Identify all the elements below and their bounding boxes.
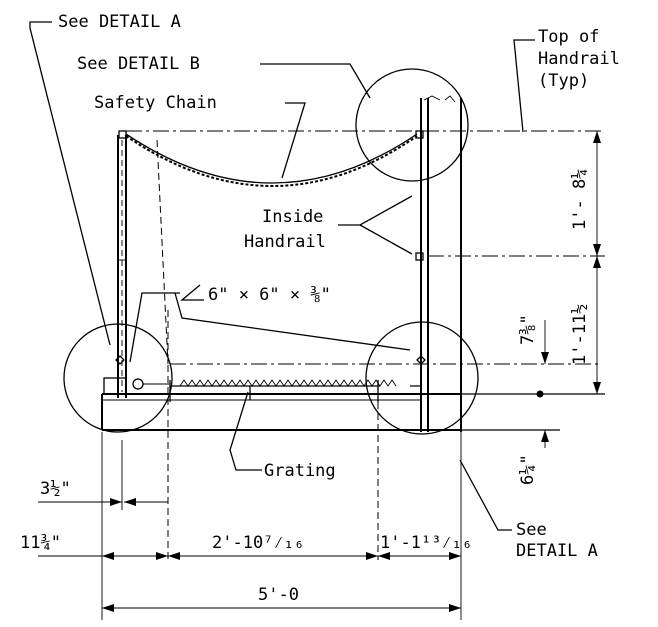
dim-2-10-7-16: 2'-10⁷⁄₁₆ bbox=[212, 533, 304, 553]
safety-chain-label: Safety Chain bbox=[94, 93, 217, 113]
grating-label: Grating bbox=[264, 461, 336, 481]
top-of-handrail-label-2: Handrail bbox=[538, 49, 620, 69]
dim-7-3-8: 7⅜" bbox=[518, 314, 538, 345]
bottom-dimensions bbox=[38, 432, 462, 620]
leader-lines bbox=[29, 21, 535, 531]
see-detail-a-top-label: See DETAIL A bbox=[58, 12, 181, 32]
right-handrail-post bbox=[415, 95, 462, 432]
safety-chain bbox=[125, 133, 418, 187]
left-handrail-post bbox=[117, 130, 127, 398]
dim-6-quarter: 6¼" bbox=[518, 454, 538, 485]
dim-1-1-13-16: 1'-1¹³⁄₁₆ bbox=[380, 533, 472, 553]
detail-a-bottom-label: DETAIL A bbox=[516, 541, 598, 561]
angle-size-label: 6" × 6" × ⅜" bbox=[208, 285, 331, 305]
dim-3-half: 3½" bbox=[40, 479, 71, 499]
dim-1-8-quarter: 1'- 8¼ bbox=[570, 169, 590, 230]
angle-label: 6" × 6" × ⅜" bbox=[180, 284, 331, 305]
dim-11-3-4: 11¾" bbox=[20, 533, 61, 553]
see-detail-b-label: See DETAIL B bbox=[77, 54, 200, 74]
top-of-handrail-label-3: (Typ) bbox=[538, 71, 589, 91]
see-label: See bbox=[516, 520, 547, 540]
top-of-handrail-label-1: Top of bbox=[538, 27, 599, 47]
right-dimensions bbox=[461, 131, 605, 448]
detail-b-circle bbox=[355, 68, 469, 182]
grating-deck bbox=[101, 355, 461, 431]
chain-drop-line bbox=[156, 139, 169, 365]
inside-handrail-label-1: Inside bbox=[262, 207, 323, 227]
inside-handrail-label-2: Handrail bbox=[244, 232, 326, 252]
dim-5-0: 5'-0 bbox=[258, 585, 299, 605]
dim-1-11-half: 1'-11½ bbox=[570, 304, 590, 365]
